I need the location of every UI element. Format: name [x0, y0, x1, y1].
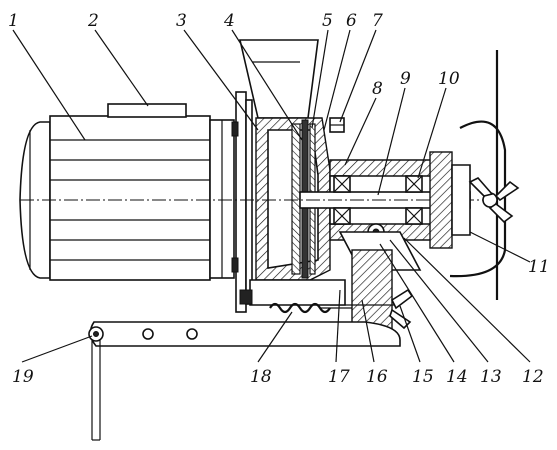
callout-1: 1 [8, 11, 19, 31]
callout-7: 7 [372, 11, 383, 31]
bearing-pair [333, 175, 423, 225]
callout-14: 14 [446, 367, 468, 387]
callout-4: 4 [223, 11, 235, 31]
callout-6: 6 [346, 11, 357, 31]
callout-9: 9 [400, 69, 411, 89]
callout-16: 16 [366, 367, 388, 387]
pulley-and-guard [429, 50, 520, 300]
callout-15: 15 [412, 367, 434, 387]
base-rail [88, 321, 401, 441]
electric-motor [19, 115, 235, 281]
clamp-bolt [329, 117, 345, 133]
callout-10: 10 [438, 69, 460, 89]
callout-11: 11 [528, 257, 550, 277]
callout-12: 12 [522, 367, 544, 387]
callout-13: 13 [480, 367, 502, 387]
terminal-box [107, 103, 187, 118]
callout-19: 19 [12, 367, 34, 387]
mounting-plate [231, 91, 253, 313]
callout-18: 18 [250, 367, 272, 387]
callout-3: 3 [176, 11, 187, 31]
callout-2: 2 [87, 11, 99, 31]
leader-lines [12, 29, 531, 363]
frame-support [239, 279, 346, 306]
adjusting-bracket [330, 249, 414, 331]
pump-housing [238, 39, 331, 281]
tension-spring [269, 302, 352, 314]
callout-labels: 1 2 3 4 5 6 7 8 9 10 11 12 13 14 15 16 1… [8, 11, 550, 387]
callout-17: 17 [328, 367, 350, 387]
callout-5: 5 [322, 11, 333, 31]
callout-8: 8 [372, 79, 383, 99]
